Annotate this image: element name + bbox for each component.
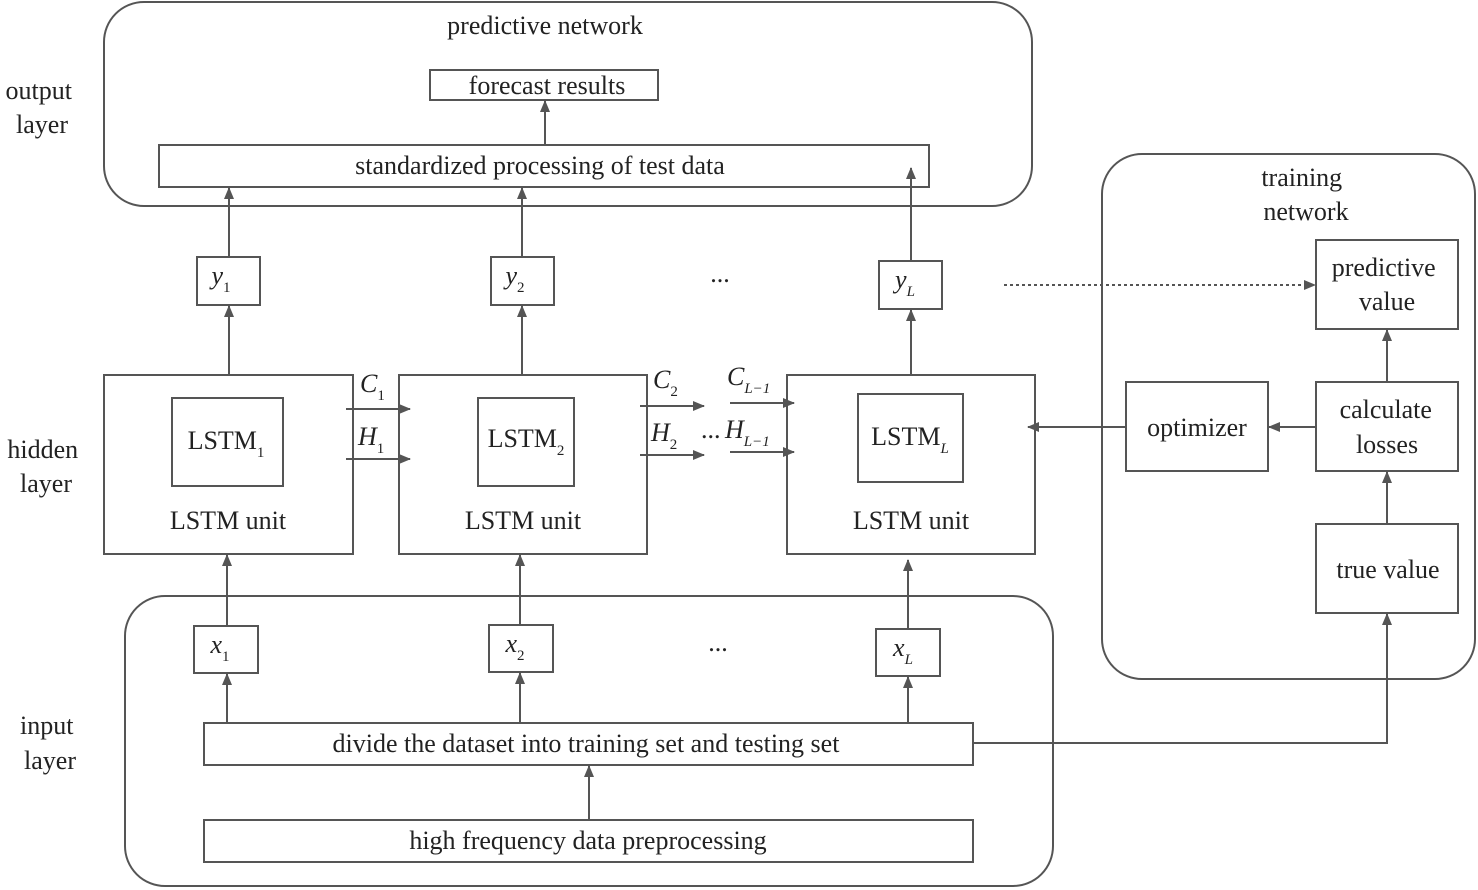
divide-dataset-box [203,722,974,766]
lstm-unit-2-label: LSTM unit [465,506,582,535]
output-ellipsis: ... [710,259,730,288]
forecast-results-label: forecast results [469,71,626,100]
optimizer-box [1125,381,1269,472]
lstm-L-inner-box [857,393,964,483]
input-ellipsis: ... [708,628,728,657]
standardized-processing-label: standardized processing of test data [355,151,725,180]
arrow-divide-to-true-value [974,613,1392,744]
lstm-unit-1-label: LSTM unit [170,506,287,535]
lstm-unit-L-label: LSTM unit [853,506,970,535]
c2-label: C2 [653,365,678,400]
input-layer-group [124,595,1054,887]
divide-dataset-label: divide the dataset into training set and… [333,729,841,758]
training-network-group [1101,153,1476,680]
input-x1-label: x1 [209,630,229,665]
predictive-network-title: predictive network [447,11,643,40]
lstm-1-label: LSTM1 [188,426,265,461]
output-yL-box [878,260,943,310]
calculate-losses-box [1315,381,1459,472]
c1-label: C1 [360,369,385,404]
output-yL-label: yL [892,265,915,300]
input-xL-label: xL [892,633,913,668]
output-layer-label: output layer [6,76,79,139]
lstm-L-label: LSTML [871,422,949,457]
lstm-1-inner-box [171,397,284,487]
calculate-losses-label: calculate losses [1340,395,1439,459]
hL1-label: HL−1 [724,415,770,450]
preprocessing-label: high frequency data preprocessing [409,826,766,855]
predictive-value-label: predictive value [1332,253,1442,316]
optimizer-label: optimizer [1147,413,1247,442]
input-layer-label: input layer [20,711,80,775]
output-y2-label: y2 [502,261,524,296]
h2-label: H2 [650,418,677,453]
lstm-2-label: LSTM2 [488,424,565,459]
training-network-title: training network [1261,163,1348,226]
output-y1-box [196,256,261,306]
cL1-label: CL−1 [727,362,770,397]
h1-label: H1 [357,422,384,457]
lstm-2-inner-box [477,397,575,487]
hidden-ellipsis: ... [701,415,721,444]
hidden-layer-label: hidden layer [7,435,84,498]
true-value-label: true value [1336,555,1439,584]
input-x2-label: x2 [504,629,524,664]
standardized-processing-box [158,144,930,188]
output-y1-label: y1 [208,261,230,296]
predictive-network-group [103,1,1033,207]
true-value-box [1315,523,1459,614]
